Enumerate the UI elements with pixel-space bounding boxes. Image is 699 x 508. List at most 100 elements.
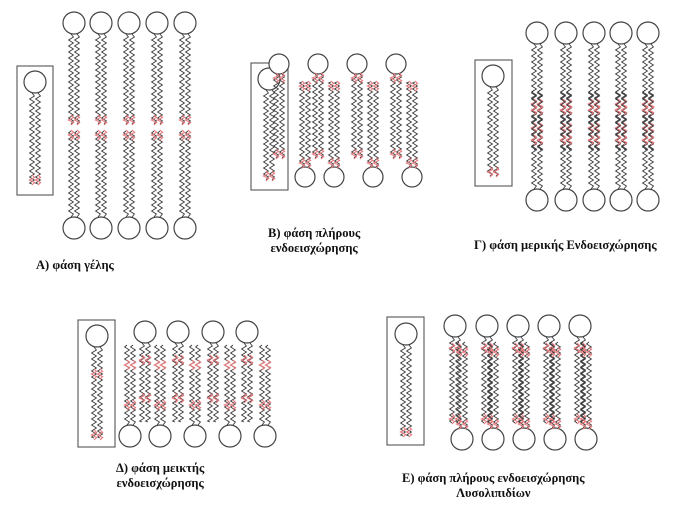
panel-b	[251, 54, 422, 190]
lipid-head	[363, 167, 383, 187]
lipid-head	[134, 321, 156, 343]
lipid	[324, 81, 344, 187]
lipid-tail	[98, 347, 103, 438]
caption-a-line-1: A) φάση γέλης	[36, 258, 114, 273]
lipid	[236, 321, 258, 422]
lipid-head	[507, 315, 529, 337]
lipid-tail	[494, 87, 499, 176]
lipid-tail	[152, 34, 157, 124]
lipid-tail	[407, 345, 412, 436]
lipid-head	[295, 167, 315, 187]
lipid	[569, 315, 591, 424]
caption-e-line-2: Λυσολιπιδίων	[402, 486, 585, 501]
lipid-head	[254, 425, 276, 447]
lipid-tail	[96, 34, 101, 124]
lipid-tail	[488, 87, 493, 176]
lipid	[538, 315, 560, 424]
lipid	[583, 22, 605, 150]
lipid-tail	[248, 343, 253, 422]
lipid	[526, 90, 548, 211]
lipid-head	[63, 217, 85, 239]
lipid	[202, 321, 224, 422]
lipid-tail	[180, 34, 185, 124]
lipid-tail	[368, 82, 373, 167]
lipid-tail	[266, 345, 271, 425]
lipid-head	[444, 315, 466, 337]
lipid-tail	[196, 345, 201, 425]
lipid-tail	[413, 82, 418, 167]
lipid-tail	[69, 34, 74, 124]
lipid	[555, 22, 577, 150]
chain-kink	[154, 360, 159, 370]
lipid-tail	[352, 74, 357, 158]
lipid-tail	[124, 34, 129, 124]
lipid-tail	[102, 131, 107, 217]
lipid-tail	[92, 347, 97, 438]
caption-d-line-2: ενδοεισχώρησης	[116, 476, 204, 491]
lipid	[134, 321, 156, 422]
lipid-tail	[179, 343, 184, 422]
lipid	[476, 315, 498, 424]
lipid	[444, 315, 466, 424]
lipid-tail	[260, 345, 265, 425]
lipid-tail	[124, 131, 129, 217]
lipid	[219, 345, 241, 447]
lipid-tail	[158, 131, 163, 217]
lipid-tail	[186, 131, 191, 217]
lipid-tail	[173, 343, 178, 422]
lipid-tail	[300, 82, 305, 167]
lipid	[363, 81, 383, 187]
chain-kink	[189, 360, 194, 370]
lipid	[184, 345, 206, 447]
chain-kink	[124, 360, 129, 370]
lipid	[118, 130, 140, 239]
caption-a: A) φάση γέλης	[36, 258, 114, 273]
lipid-head	[526, 22, 548, 44]
lipid-head	[555, 22, 577, 44]
caption-e-line-1: Ε) φάση πλήρους ενδοεισχώρησης	[402, 471, 585, 486]
panel-d	[78, 320, 276, 447]
lipid-tail	[155, 345, 160, 425]
lipid	[90, 130, 112, 239]
panel-e	[387, 315, 597, 450]
lipid-head	[118, 217, 140, 239]
caption-e: Ε) φάση πλήρους ενδοεισχώρησης Λυσολιπιδ…	[402, 471, 585, 501]
lipid-tail	[190, 345, 195, 425]
caption-b-line-1: Β) φάση πλήρους	[268, 226, 360, 241]
lipid-head	[583, 22, 605, 44]
caption-d: Δ) φάση μεικτής ενδοεισχώρησης	[116, 461, 204, 491]
lipid	[347, 54, 367, 159]
lipid-tail	[161, 345, 166, 425]
lipid	[507, 315, 529, 424]
lipid-tail	[69, 131, 74, 217]
lipid-tail	[75, 34, 80, 124]
lipid-tail	[36, 93, 41, 184]
lipid-head	[451, 428, 473, 450]
lipid-head	[402, 167, 422, 187]
lipid-head	[513, 428, 535, 450]
lipid	[119, 345, 141, 447]
lipid	[24, 71, 46, 185]
lipid-head	[119, 425, 141, 447]
lipid-head	[174, 12, 196, 34]
lipid-head	[482, 428, 504, 450]
lipid	[174, 12, 196, 125]
lipid-tail	[306, 82, 311, 167]
lipid-head	[347, 54, 367, 74]
lipid-head	[526, 189, 548, 211]
lipid-tail	[180, 131, 185, 217]
lipid-head	[476, 315, 498, 337]
lipid-head	[167, 321, 189, 343]
lipid-head	[610, 22, 632, 44]
lipid-tail	[231, 345, 236, 425]
lipid	[610, 90, 632, 211]
lipid-tail	[130, 34, 135, 124]
lipid	[63, 130, 85, 239]
lipid-head	[149, 425, 171, 447]
lipid	[149, 345, 171, 447]
lipid-head	[174, 217, 196, 239]
lipid-tail	[102, 34, 107, 124]
lipid-head	[90, 12, 112, 34]
caption-b: Β) φάση πλήρους ενδοεισχώρησης	[268, 226, 360, 256]
lipid-tail	[242, 343, 247, 422]
